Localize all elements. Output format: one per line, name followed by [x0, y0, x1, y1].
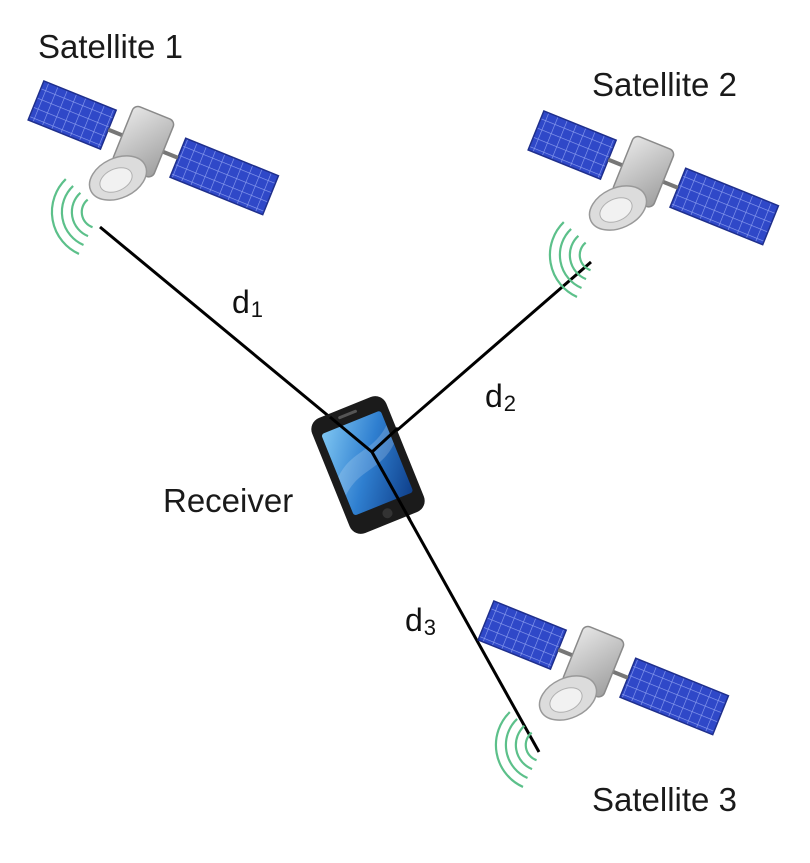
distance-d2-letter: d — [485, 378, 503, 414]
satellite-3-label: Satellite 3 — [592, 781, 737, 818]
distance-d3-letter: d — [405, 602, 423, 638]
distance-d1-letter: d — [232, 284, 250, 320]
satellite-2-label: Satellite 2 — [592, 66, 737, 103]
distance-d1-index: 1 — [250, 297, 264, 322]
distance-d1-label: d1 — [232, 284, 263, 321]
distance-d2-index: 2 — [503, 391, 517, 416]
distance-d3-index: 3 — [423, 615, 437, 640]
satellite-3-icon — [476, 598, 731, 792]
satellite-2-icon — [526, 108, 781, 302]
satellite-1-label: Satellite 1 — [38, 28, 183, 65]
line-d2 — [371, 260, 592, 454]
distance-d2-label: d2 — [485, 378, 516, 415]
satellite-1-icon — [26, 78, 281, 259]
distance-d3-label: d3 — [405, 602, 436, 639]
line-d1 — [99, 225, 373, 454]
receiver-label: Receiver — [163, 482, 294, 519]
